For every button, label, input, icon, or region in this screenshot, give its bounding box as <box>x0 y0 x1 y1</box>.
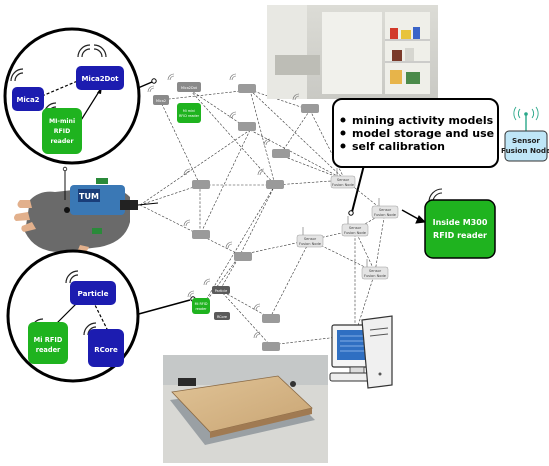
gray-node <box>192 230 210 239</box>
small-particle-node <box>212 286 230 294</box>
mica2-label: Mica2 <box>16 96 39 104</box>
mica2dot-label: Mica2Dot <box>81 75 119 83</box>
mi-mini-reader-node <box>42 108 82 154</box>
glove-photo: TUM <box>14 166 138 261</box>
glove-badge: TUM <box>79 192 99 201</box>
fusion-node-line2: Fusion Node <box>332 183 355 187</box>
fusion-node: Sensor Fusion Node <box>361 259 389 280</box>
fusion-node-line1: Sensor <box>304 237 317 241</box>
small-mica2-label: Mica2 <box>156 99 166 103</box>
rcore-node <box>88 329 124 367</box>
network-nodes: Mica2Dot Mica2 Mi mini RFID reader Parti… <box>147 73 319 351</box>
mi-rfid-line2: reader <box>36 346 61 354</box>
kitchen-photo <box>267 5 438 99</box>
mi-mini-line1: MI-mini <box>49 118 75 125</box>
mica2dot-node <box>76 66 124 90</box>
gray-node <box>234 252 252 261</box>
small-mica2dot-node <box>177 82 201 92</box>
top-circle: Mica2 Mica2Dot MI-mini RFID reader <box>3 27 141 165</box>
fusion-node: Sensor Fusion Node <box>296 227 324 248</box>
fusion-nodes: Sensor Fusion Node Sensor Fusion Node Se… <box>296 168 399 280</box>
inside-m300-line2: RFID reader <box>433 231 487 240</box>
small-mirfid-line1: Mi RFID <box>195 302 208 306</box>
gray-node <box>238 122 256 131</box>
rcore-label: RCore <box>94 346 118 354</box>
small-reader-line2: RFID reader <box>179 114 200 118</box>
fusion-node: Sensor Fusion Node <box>330 168 356 189</box>
fusion-node: Sensor Fusion Node <box>371 198 399 219</box>
mi-mini-line2: RFID <box>54 128 70 135</box>
fusion-node-line1: Sensor <box>379 208 392 212</box>
fusion-node-line2: Fusion Node <box>344 231 367 235</box>
small-mirfid-line2: reader <box>195 307 207 311</box>
mi-rfid-line1: Mi RFID <box>34 336 63 344</box>
callout-item-3: self calibration <box>352 140 445 153</box>
fusion-node-line2: Fusion Node <box>364 274 387 278</box>
bottom-circle: Particle Mi RFID reader RCore <box>6 249 140 383</box>
callout-item-2: model storage and use <box>352 127 494 140</box>
small-reader-line1: Mi mini <box>183 109 195 113</box>
fusion-node-line2: Fusion Node <box>299 242 322 246</box>
sensor-fusion-line1: Sensor <box>512 136 540 145</box>
small-particle-label: Particle <box>215 289 228 293</box>
particle-node <box>70 281 116 305</box>
fusion-node: Sensor Fusion Node <box>341 216 369 237</box>
small-mica2dot-label: Mica2Dot <box>181 86 198 90</box>
small-rcore-label: RCore <box>217 315 227 319</box>
gray-node <box>266 180 284 189</box>
gray-node <box>192 180 210 189</box>
callout-box: mining activity models model storage and… <box>332 98 499 168</box>
mi-mini-line3: reader <box>50 138 74 145</box>
sensor-fusion-line2: Fusion Node <box>501 146 549 155</box>
small-mica2-node <box>153 95 169 105</box>
mi-rfid-reader-node <box>28 322 68 364</box>
workbench-photo <box>163 355 328 463</box>
mica2-node <box>12 87 44 111</box>
fusion-node-line2: Fusion Node <box>374 213 397 217</box>
computer-icon <box>329 315 393 389</box>
fusion-node-line1: Sensor <box>349 226 362 230</box>
fusion-node-line1: Sensor <box>369 269 382 273</box>
mica2-link <box>41 79 81 97</box>
sensor-fusion-node-legend: Sensor Fusion Node <box>501 106 549 162</box>
gray-node <box>262 314 280 323</box>
gray-node <box>262 342 280 351</box>
gray-node <box>238 84 256 93</box>
inside-m300-reader: Inside M300 RFID reader <box>424 188 496 259</box>
particle-label: Particle <box>78 289 109 298</box>
inside-m300-line1: Inside M300 <box>433 218 488 227</box>
small-mirfid-node <box>192 298 210 314</box>
small-reader-node <box>177 103 201 123</box>
gray-node <box>272 149 290 158</box>
fusion-node-line1: Sensor <box>337 178 350 182</box>
small-rcore-node <box>214 312 230 320</box>
callout-item-1: mining activity models <box>352 114 494 127</box>
gray-node <box>301 104 319 113</box>
